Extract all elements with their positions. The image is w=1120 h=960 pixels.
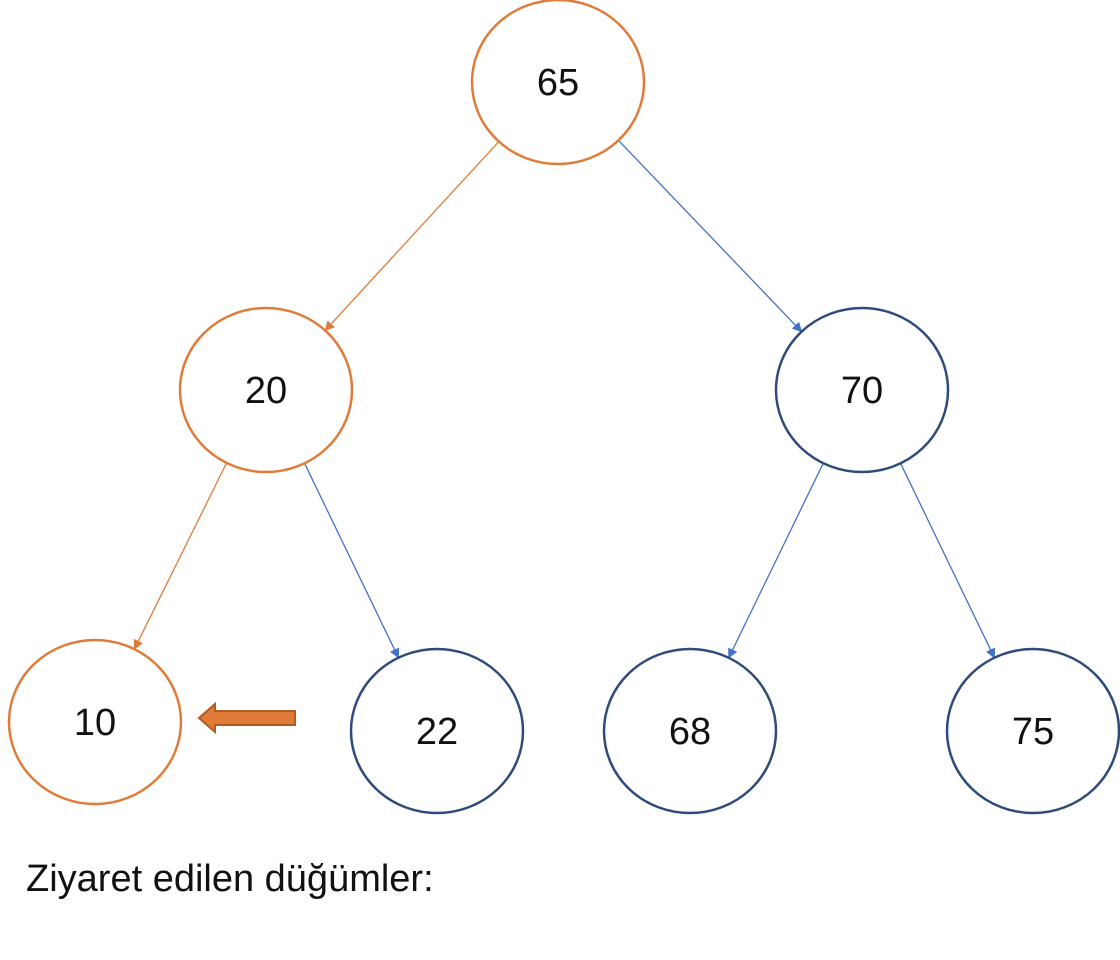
- edge-65-20: [324, 141, 500, 332]
- node-label: 20: [245, 370, 287, 412]
- node-circle: [602, 647, 778, 815]
- edges-layer: [133, 139, 996, 659]
- node-label: 10: [74, 702, 116, 744]
- node-circle: [945, 647, 1120, 815]
- edge-65-70: [617, 139, 803, 333]
- edge-70-68: [728, 462, 824, 659]
- node-circle: [470, 0, 646, 166]
- tree-node-65: 65: [470, 0, 646, 166]
- tree-node-75: 75: [945, 647, 1120, 815]
- node-circle: [7, 638, 183, 806]
- node-label: 70: [841, 370, 883, 412]
- edge-70-75: [899, 463, 996, 659]
- tree-node-10: 10: [7, 638, 183, 806]
- tree-node-20: 20: [178, 306, 354, 474]
- edge-20-10: [133, 462, 228, 650]
- node-circle: [349, 647, 525, 815]
- node-circle: [774, 306, 950, 474]
- nodes-layer: 65 20 70 10 22 68 75: [7, 0, 1120, 815]
- pointer-layer: [197, 701, 296, 735]
- node-label: 68: [669, 711, 711, 753]
- tree-node-70: 70: [774, 306, 950, 474]
- left-arrow-icon: [197, 701, 296, 735]
- edge-20-22: [303, 463, 400, 659]
- node-label: 75: [1012, 711, 1054, 753]
- node-label: 22: [416, 711, 458, 753]
- node-circle: [178, 306, 354, 474]
- tree-node-22: 22: [349, 647, 525, 815]
- tree-node-68: 68: [602, 647, 778, 815]
- node-label: 65: [537, 62, 579, 104]
- visited-nodes-caption: Ziyaret edilen düğümler:: [26, 858, 434, 900]
